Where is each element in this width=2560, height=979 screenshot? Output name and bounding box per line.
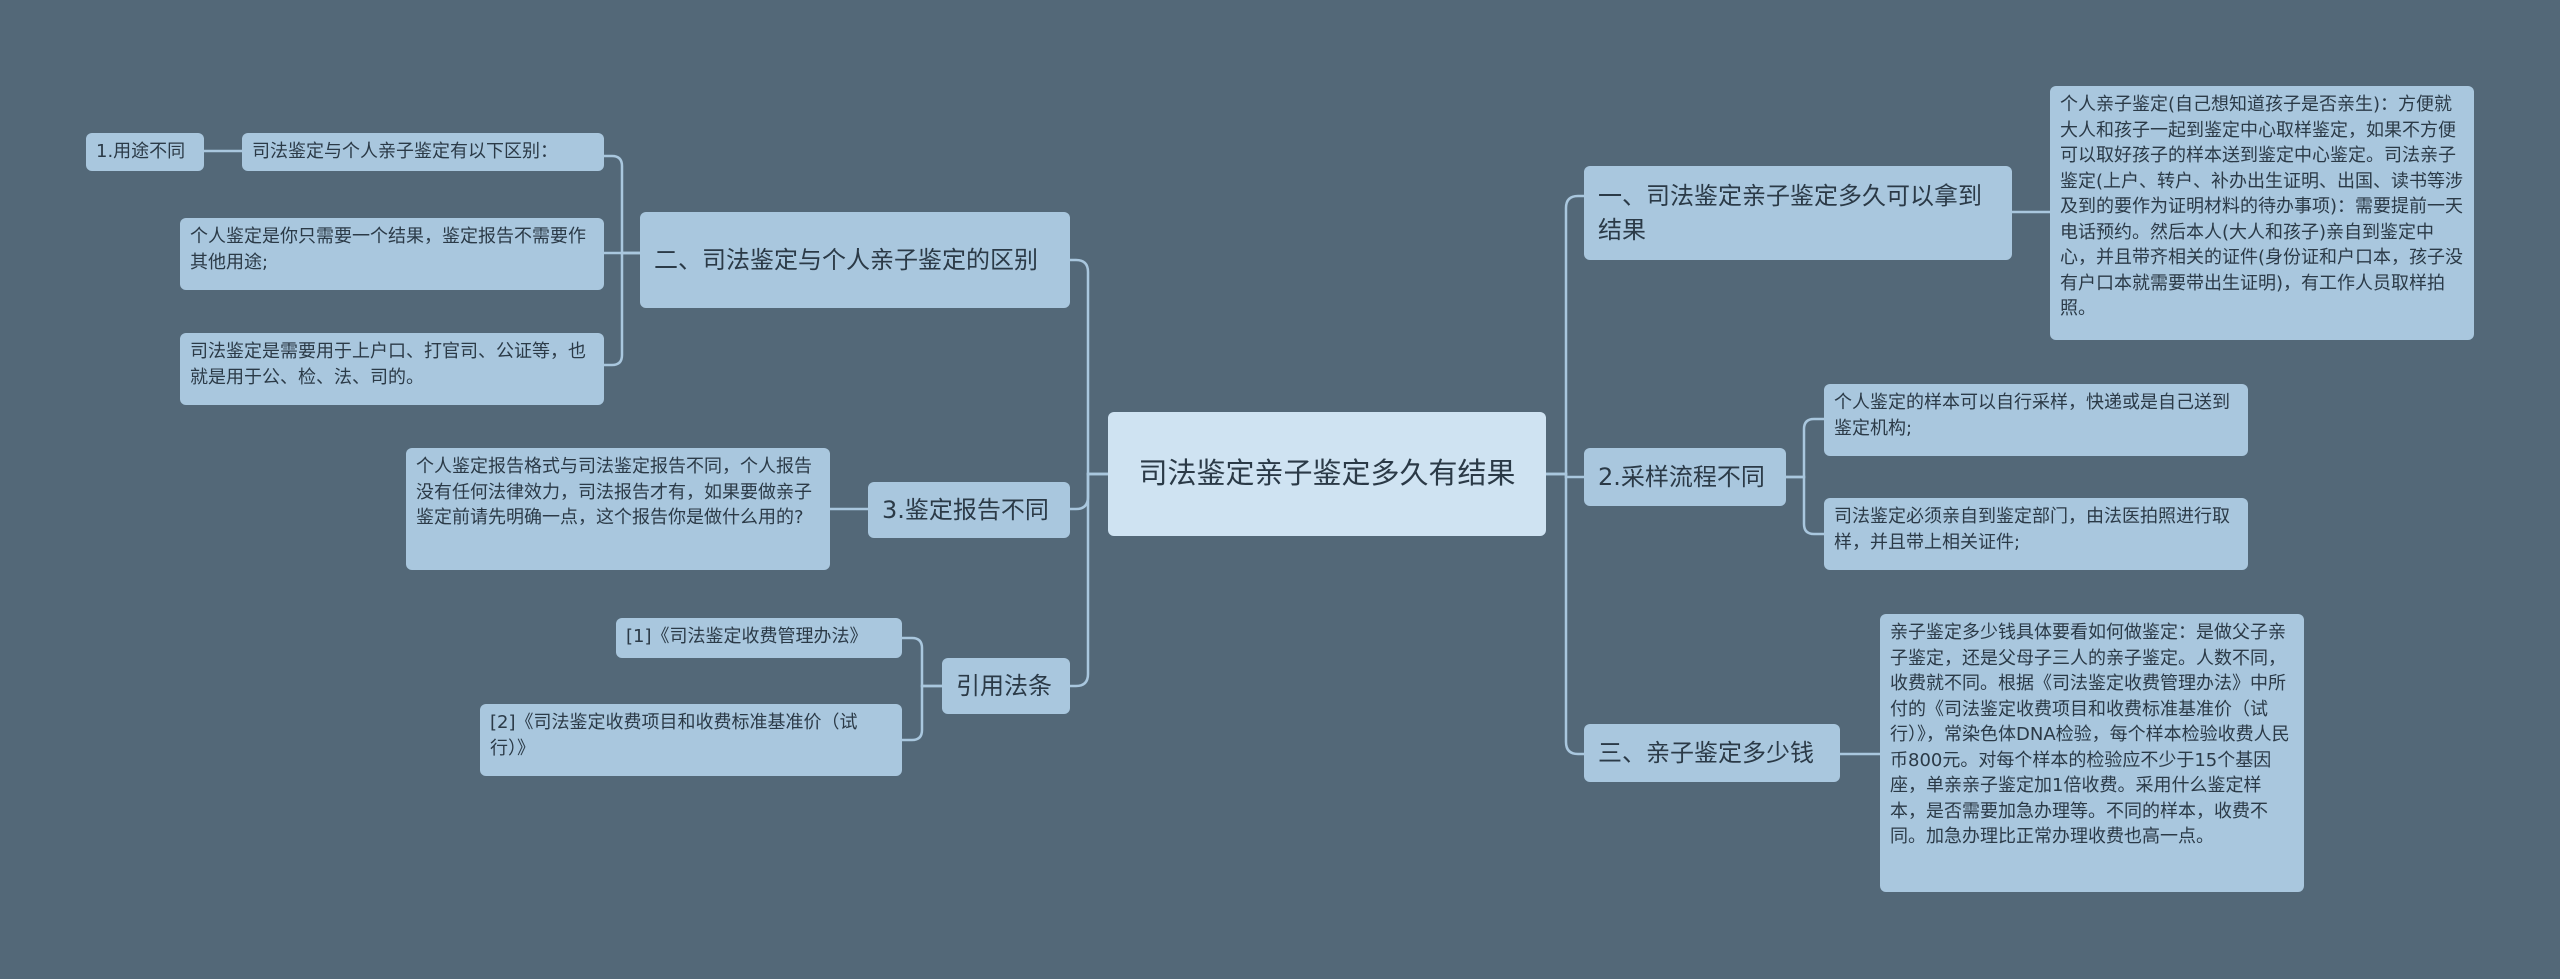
branch-difference[interactable]: 二、司法鉴定与个人亲子鉴定的区别 [640,212,1070,308]
leaf-purpose-different[interactable]: 1.用途不同 [86,133,204,171]
leaf-cost-detail[interactable]: 亲子鉴定多少钱具体要看如何做鉴定：是做父子亲子鉴定，还是父母子三人的亲子鉴定。人… [1880,614,2304,892]
leaf-personal-sampling[interactable]: 个人鉴定的样本可以自行采样，快递或是自己送到鉴定机构; [1824,384,2248,456]
branch-sampling-process[interactable]: 2.采样流程不同 [1584,448,1786,506]
branch-report-different[interactable]: 3.鉴定报告不同 [868,482,1070,538]
leaf-how-long-detail[interactable]: 个人亲子鉴定(自己想知道孩子是否亲生)：方便就大人和孩子一起到鉴定中心取样鉴定，… [2050,86,2474,340]
leaf-difference-intro[interactable]: 司法鉴定与个人亲子鉴定有以下区别： [242,133,604,171]
root-node[interactable]: 司法鉴定亲子鉴定多久有结果 [1108,412,1546,536]
leaf-personal-test[interactable]: 个人鉴定是你只需要一个结果，鉴定报告不需要作其他用途; [180,218,604,290]
branch-how-long[interactable]: 一、司法鉴定亲子鉴定多久可以拿到结果 [1584,166,2012,260]
leaf-report-format[interactable]: 个人鉴定报告格式与司法鉴定报告不同，个人报告没有任何法律效力，司法报告才有，如果… [406,448,830,570]
leaf-judicial-test[interactable]: 司法鉴定是需要用于上户口、打官司、公证等，也就是用于公、检、法、司的。 [180,333,604,405]
branch-legal-references[interactable]: 引用法条 [942,658,1070,714]
leaf-judicial-sampling[interactable]: 司法鉴定必须亲自到鉴定部门，由法医拍照进行取样，并且带上相关证件; [1824,498,2248,570]
leaf-reference-2[interactable]: [2]《司法鉴定收费项目和收费标准基准价（试行）》 [480,704,902,776]
branch-cost[interactable]: 三、亲子鉴定多少钱 [1584,724,1840,782]
leaf-reference-1[interactable]: [1]《司法鉴定收费管理办法》 [616,618,902,658]
